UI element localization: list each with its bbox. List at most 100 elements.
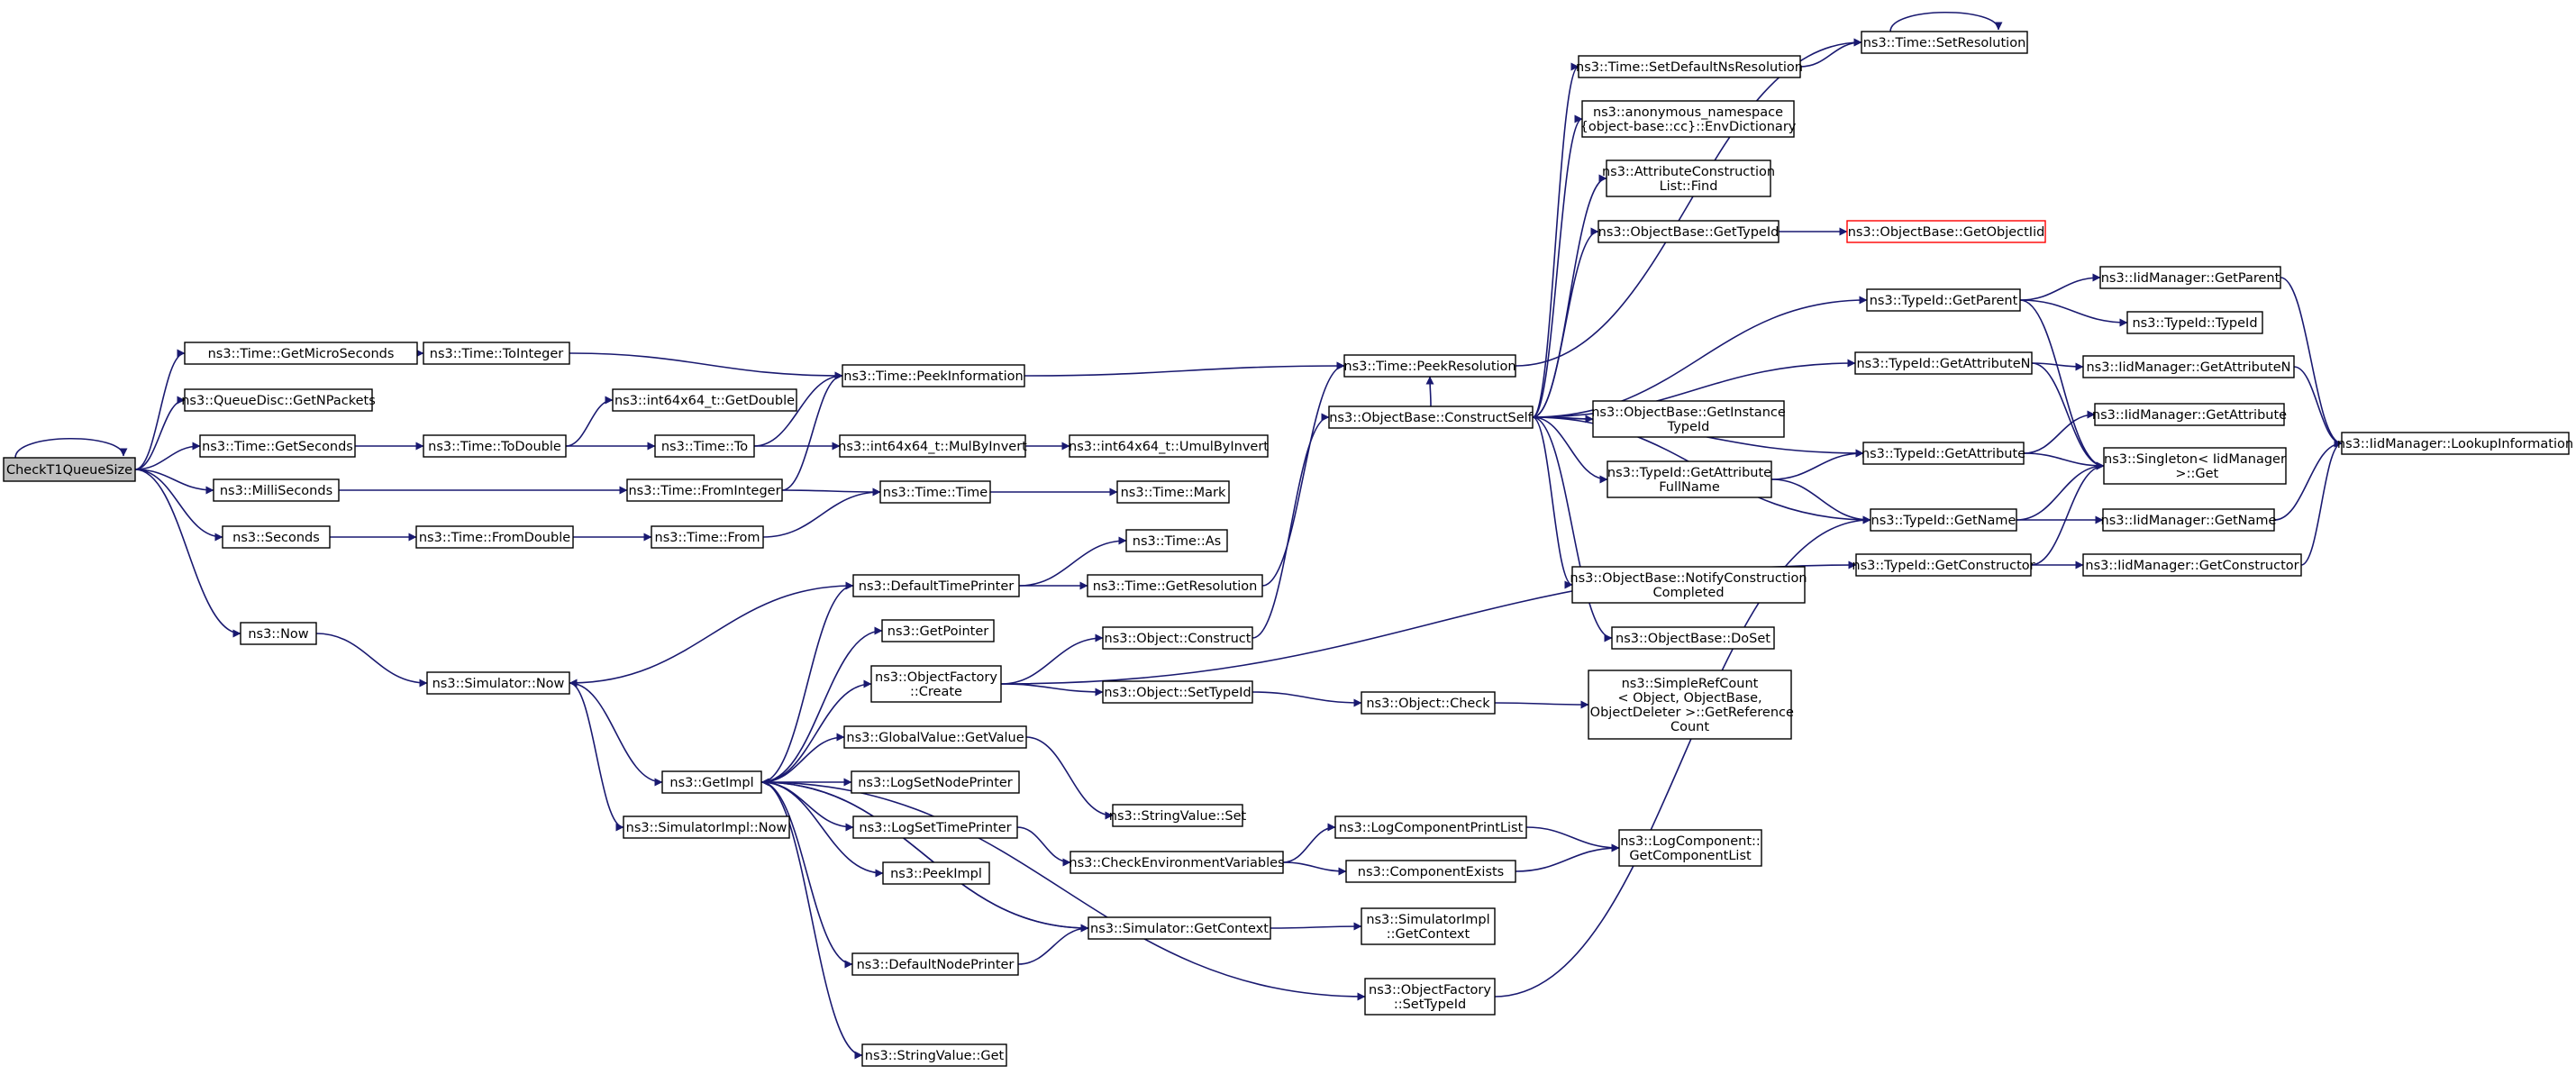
node-iid-get-attr[interactable]: ns3::IidManager::GetAttribute <box>2092 403 2287 426</box>
node-singleton-get[interactable]: ns3::Singleton< IidManager >::Get <box>2103 447 2287 485</box>
node-iid-get-constructor[interactable]: ns3::IidManager::GetConstructor <box>2082 553 2302 577</box>
edge-to-double-to-int64-get-double <box>565 396 614 447</box>
node-sim-impl-now[interactable]: ns3::SimulatorImpl::Now <box>623 815 790 839</box>
edge-type-id-get-attr-full-to-type-id-get-name <box>1770 478 1871 524</box>
node-time-to[interactable]: ns3::Time::To <box>654 434 755 458</box>
node-iid-get-name[interactable]: ns3::IidManager::GetName <box>2101 508 2277 532</box>
node-time-mark[interactable]: ns3::Time::Mark <box>1116 480 1230 504</box>
node-obj-construct[interactable]: ns3::Object::Construct <box>1102 626 1253 650</box>
node-label: ns3::Time::Time <box>883 486 988 500</box>
node-get-seconds[interactable]: ns3::Time::GetSeconds <box>199 434 356 458</box>
node-construct-self[interactable]: ns3::ObjectBase::ConstructSelf <box>1328 405 1534 429</box>
edge-def-time-printer-to-time-as <box>1018 536 1127 587</box>
edge-iid-get-attr-n-to-iid-lookup <box>2293 366 2343 448</box>
node-env-dictionary[interactable]: ns3::anonymous_namespace{object-base::cc… <box>1580 100 1797 138</box>
node-type-id-type-id[interactable]: ns3::TypeId::TypeId <box>2126 311 2263 334</box>
node-get-micro[interactable]: ns3::Time::GetMicroSeconds <box>184 342 418 365</box>
edge-now-to-sim-now <box>315 633 428 688</box>
node-type-id-get-attr-n[interactable]: ns3::TypeId::GetAttributeN <box>1854 351 2033 375</box>
node-simple-ref-count[interactable]: ns3::SimpleRefCount< Object, ObjectBase,… <box>1586 670 1794 740</box>
node-box <box>851 770 1020 794</box>
node-obj-base-get-object-iid[interactable]: ns3::ObjectBase::GetObjectIid <box>1846 220 2046 243</box>
node-string-get[interactable]: ns3::StringValue::Get <box>861 1043 1007 1067</box>
node-obj-set-type-id[interactable]: ns3::Object::SetTypeId <box>1102 680 1253 704</box>
edge-get-impl-to-string-get <box>760 781 863 1060</box>
node-obj-factory-create[interactable]: ns3::ObjectFactory::Create <box>870 665 1002 703</box>
node-box <box>839 434 1026 458</box>
node-now[interactable]: ns3::Now <box>240 622 317 645</box>
node-obj-factory-set-type-id[interactable]: ns3::ObjectFactory::SetTypeId <box>1364 978 1496 1016</box>
node-int64-get-double[interactable]: ns3::int64x64_t::GetDouble <box>612 388 797 412</box>
node-log-set-time[interactable]: ns3::LogSetTimePrinter <box>852 815 1018 839</box>
node-def-node-printer[interactable]: ns3::DefaultNodePrinter <box>851 952 1019 976</box>
node-type-id-get-parent[interactable]: ns3::TypeId::GetParent <box>1866 288 2021 312</box>
node-label: ns3::DefaultTimePrinter <box>859 579 1014 594</box>
node-obj-check[interactable]: ns3::Object::Check <box>1361 691 1496 715</box>
node-mul-by-invert[interactable]: ns3::int64x64_t::MulByInvert <box>838 434 1027 458</box>
node-iid-get-attr-n[interactable]: ns3::IidManager::GetAttributeN <box>2082 355 2295 378</box>
edge-get-impl-to-peek-impl <box>760 781 884 878</box>
node-label: ns3::TypeId::GetAttribute <box>1861 447 2025 461</box>
node-label: ns3::int64x64_t::MulByInvert <box>838 440 1027 454</box>
node-log-set-node[interactable]: ns3::LogSetNodePrinter <box>851 770 1020 794</box>
node-qdisc-get-n[interactable]: ns3::QueueDisc::GetNPackets <box>181 388 376 412</box>
node-seconds[interactable]: ns3::Seconds <box>222 525 331 549</box>
node-peek-impl[interactable]: ns3::PeekImpl <box>882 861 990 885</box>
edge-iid-get-parent-to-iid-lookup <box>2280 277 2343 448</box>
node-root[interactable]: CheckT1QueueSize <box>3 457 136 482</box>
node-get-resolution[interactable]: ns3::Time::GetResolution <box>1087 574 1263 597</box>
node-set-default-ns[interactable]: ns3::Time::SetDefaultNsResolution <box>1576 55 1803 78</box>
node-comp-exists[interactable]: ns3::ComponentExists <box>1345 860 1516 883</box>
node-umul-by-invert[interactable]: ns3::int64x64_t::UmulByInvert <box>1069 434 1269 458</box>
node-sim-impl-get-context[interactable]: ns3::SimulatorImpl::GetContext <box>1361 907 1496 945</box>
node-box <box>1606 159 1771 197</box>
node-box <box>1578 55 1801 78</box>
edge-type-id-get-attr-full-to-type-id-get-attr <box>1770 449 1864 480</box>
node-label: ns3::QueueDisc::GetNPackets <box>181 394 376 408</box>
node-label: ns3::SimulatorImpl::Now <box>626 821 787 835</box>
node-global-get-value[interactable]: ns3::GlobalValue::GetValue <box>843 725 1027 749</box>
node-string-set[interactable]: ns3::StringValue::Set <box>1109 804 1247 827</box>
node-milli[interactable]: ns3::MilliSeconds <box>213 478 340 502</box>
node-peek-info[interactable]: ns3::Time::PeekInformation <box>842 364 1025 387</box>
node-log-comp-print-list[interactable]: ns3::LogComponentPrintList <box>1334 815 1527 839</box>
node-from-integer[interactable]: ns3::Time::FromInteger <box>626 478 783 502</box>
node-sim-get-context[interactable]: ns3::Simulator::GetContext <box>1088 916 1271 940</box>
node-peek-resolution[interactable]: ns3::Time::PeekResolution <box>1343 354 1516 378</box>
node-box <box>1088 916 1271 940</box>
node-to-integer[interactable]: ns3::Time::ToInteger <box>423 342 570 365</box>
node-type-id-get-constructor[interactable]: ns3::TypeId::GetConstructor <box>1852 553 2035 577</box>
node-log-comp-get-list[interactable]: ns3::LogComponent::GetComponentList <box>1618 829 1762 867</box>
edge-obj-factory-create-to-obj-set-type-id <box>1000 683 1104 697</box>
node-do-set[interactable]: ns3::ObjectBase::DoSet <box>1611 626 1775 650</box>
node-sim-now[interactable]: ns3::Simulator::Now <box>426 671 570 695</box>
node-time-time[interactable]: ns3::Time::Time <box>879 480 991 504</box>
node-box <box>861 1043 1007 1067</box>
node-obj-base-get-type-id[interactable]: ns3::ObjectBase::GetTypeId <box>1597 220 1780 243</box>
node-label: ns3::LogSetNodePrinter <box>858 776 1013 790</box>
node-from-double[interactable]: ns3::Time::FromDouble <box>415 525 574 549</box>
node-iid-get-parent[interactable]: ns3::IidManager::GetParent <box>2099 266 2281 289</box>
node-time-from[interactable]: ns3::Time::From <box>651 525 764 549</box>
node-time-as[interactable]: ns3::Time::As <box>1125 529 1228 552</box>
node-iid-lookup[interactable]: ns3::IidManager::LookupInformation <box>2337 432 2573 455</box>
node-label: ns3::Time::FromDouble <box>419 531 570 545</box>
node-get-pointer[interactable]: ns3::GetPointer <box>881 619 995 642</box>
node-set-resolution[interactable]: ns3::Time::SetResolution <box>1861 31 2028 54</box>
node-box <box>623 815 790 839</box>
node-check-env[interactable]: ns3::CheckEnvironmentVariables <box>1069 851 1285 874</box>
node-type-id-get-name[interactable]: ns3::TypeId::GetName <box>1870 508 2017 532</box>
node-get-impl[interactable]: ns3::GetImpl <box>661 770 762 794</box>
node-box <box>2341 432 2570 455</box>
node-type-id-get-attr[interactable]: ns3::TypeId::GetAttribute <box>1861 442 2025 465</box>
node-to-double[interactable]: ns3::Time::ToDouble <box>423 434 567 458</box>
node-def-time-printer[interactable]: ns3::DefaultTimePrinter <box>852 574 1020 597</box>
node-box <box>1125 529 1228 552</box>
node-box <box>870 665 1002 703</box>
node-label: ns3::ObjectBase::GetObjectIid <box>1848 225 2045 240</box>
